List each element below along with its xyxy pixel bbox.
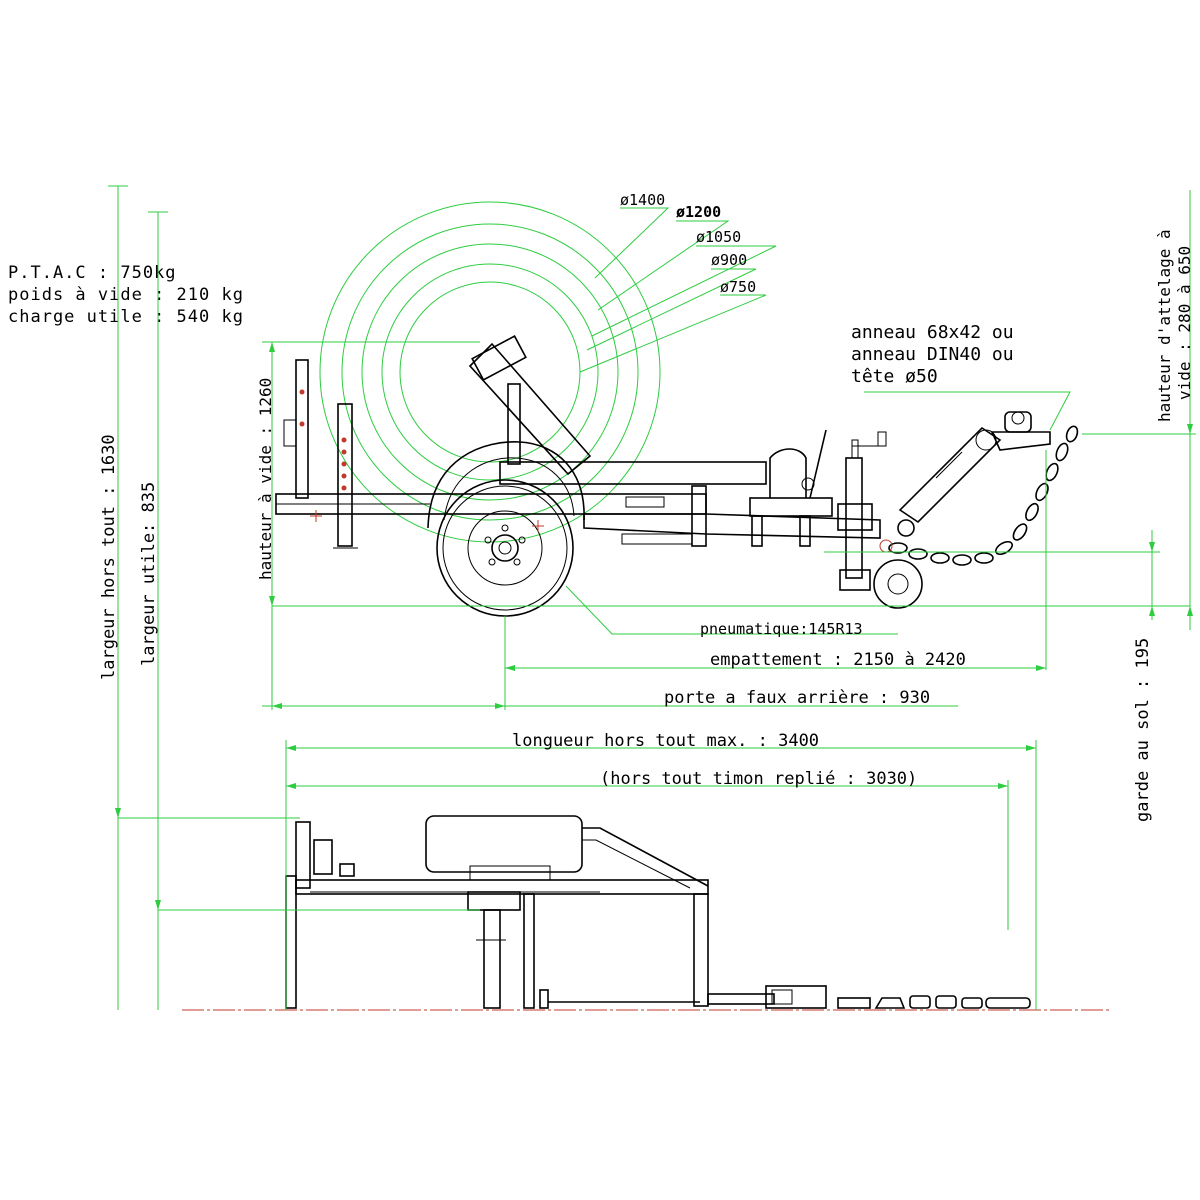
- side-dimensions: [262, 190, 1196, 710]
- folded-length-label: (hors tout timon replié : 3030): [600, 769, 917, 789]
- plan-view-trailer: [182, 815, 1112, 1011]
- tyre-label: pneumatique:145R13: [700, 620, 863, 638]
- coupling-damper: [898, 426, 1002, 524]
- jockey-wheel: [873, 559, 923, 609]
- wheel-hub: [491, 534, 519, 562]
- reel-vertical-support: [507, 383, 521, 465]
- coupling-head: [990, 431, 1051, 451]
- side-view-trailer: [275, 335, 1079, 617]
- reel-circle-900: [381, 263, 599, 481]
- upper-bed-beam: [499, 461, 767, 485]
- hitch-height-label-line1: hauteur d'attelage à: [1155, 229, 1174, 422]
- rear-post-right: [337, 403, 353, 547]
- coupling-label-line1: anneau 68x42 ou: [851, 322, 1014, 343]
- reel-circle-1050: [361, 243, 619, 501]
- wheel-rim: [467, 510, 543, 586]
- plan-reel-box: [425, 815, 583, 873]
- diameter-labels: ø1400 ø1200 ø1050 ø900 ø750: [620, 191, 756, 296]
- spec-block: P.T.A.C : 750kg poids à vide : 210 kg ch…: [8, 262, 244, 328]
- reel-clamp: [471, 335, 527, 381]
- coupling-label-line3: tête ø50: [851, 366, 938, 387]
- reel-circle-1400: [319, 201, 661, 543]
- tyre-leader: [565, 585, 898, 635]
- reel-circle-1200: [341, 223, 639, 521]
- leader-1200: [597, 220, 730, 311]
- diameter-label-900: ø900: [711, 251, 747, 269]
- overall-length-label: longueur hors tout max. : 3400: [512, 731, 819, 751]
- plan-axle-column: [483, 909, 501, 1009]
- overall-width-label: largeur hors tout : 1630: [99, 434, 119, 680]
- plan-dimensions: [108, 185, 1037, 1010]
- useful-width-label: largeur utile: 835: [139, 482, 159, 666]
- diameter-leaders: [579, 207, 777, 373]
- empty-weight-text: poids à vide : 210 kg: [8, 285, 244, 305]
- empty-height-label: hauteur à vide : 1260: [256, 378, 275, 580]
- rear-post-left: [295, 359, 309, 499]
- winch-handle: [809, 429, 827, 499]
- winch-base: [749, 497, 833, 517]
- plan-coupling: [985, 997, 1031, 1009]
- wheelbase-label: empattement : 2150 à 2420: [710, 650, 966, 670]
- dimension-labels: anneau 68x42 ou anneau DIN40 ou tête ø50…: [99, 229, 1194, 822]
- leader-750: [579, 294, 767, 373]
- leader-1050: [591, 245, 777, 337]
- wheel-tyre: [436, 479, 574, 617]
- reel-circle-750: [399, 281, 581, 463]
- payload-text: charge utile : 540 kg: [8, 307, 244, 327]
- coupling-label-line2: anneau DIN40 ou: [851, 344, 1014, 365]
- diameter-label-1400: ø1400: [620, 191, 665, 209]
- ptac-text: P.T.A.C : 750kg: [8, 263, 177, 283]
- mudguard: [427, 441, 585, 529]
- coupling-leader: [864, 391, 1071, 431]
- rear-overhang-label: porte a faux arrière : 930: [664, 688, 930, 708]
- detail-marks: [299, 389, 893, 553]
- leader-900: [586, 268, 757, 351]
- winch-body: [769, 448, 807, 498]
- jockey-post: [845, 457, 863, 579]
- diameter-label-750: ø750: [720, 278, 756, 296]
- plan-drawbar: [707, 993, 775, 1005]
- diameter-label-1050: ø1050: [696, 228, 741, 246]
- safety-chain: [888, 425, 1079, 566]
- ground-clearance-label: garde au sol : 195: [1133, 638, 1153, 822]
- diameter-label-1200: ø1200: [676, 203, 721, 221]
- hitch-height-label-line2: vide : 280 à 650: [1175, 246, 1194, 400]
- plan-rear-post: [285, 875, 297, 1009]
- reel-diameter-circles: [319, 201, 661, 543]
- leader-1400: [594, 207, 670, 279]
